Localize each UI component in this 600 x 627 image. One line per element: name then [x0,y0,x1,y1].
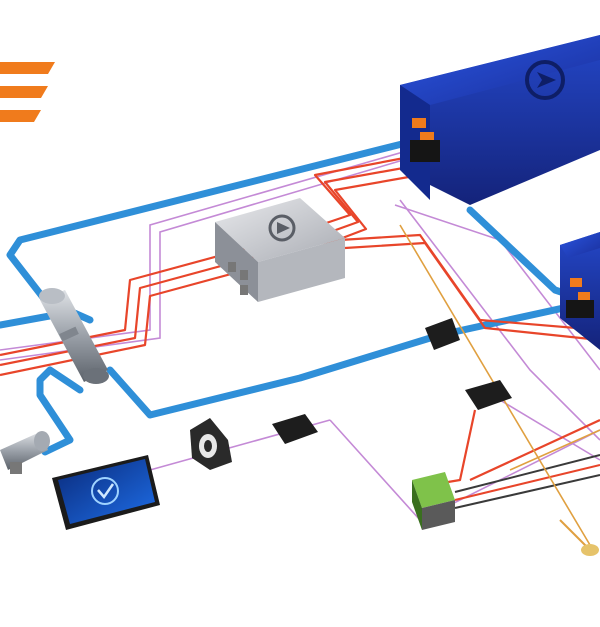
battery-terminal-icon [412,118,426,128]
stripes-logo-icon [0,62,55,122]
battery-logo-icon [525,60,565,100]
display-logo-icon [91,477,119,505]
battery-terminal-icon [570,278,582,287]
connector-icon [465,380,512,410]
touch-display [52,455,160,530]
controller-logo-icon [268,214,296,242]
temperature-sensor-icon [559,519,599,556]
battery-right [560,232,600,350]
coolant-heater [39,288,109,384]
connector-icon [272,414,318,444]
aux-wires [399,224,600,546]
connector-icon [425,318,460,350]
coolant-pump [0,431,50,474]
connectors [272,318,512,444]
pedal-unit [190,418,232,470]
battery-top [400,35,600,205]
fuse-junction [412,472,455,530]
controller-box [215,198,345,302]
